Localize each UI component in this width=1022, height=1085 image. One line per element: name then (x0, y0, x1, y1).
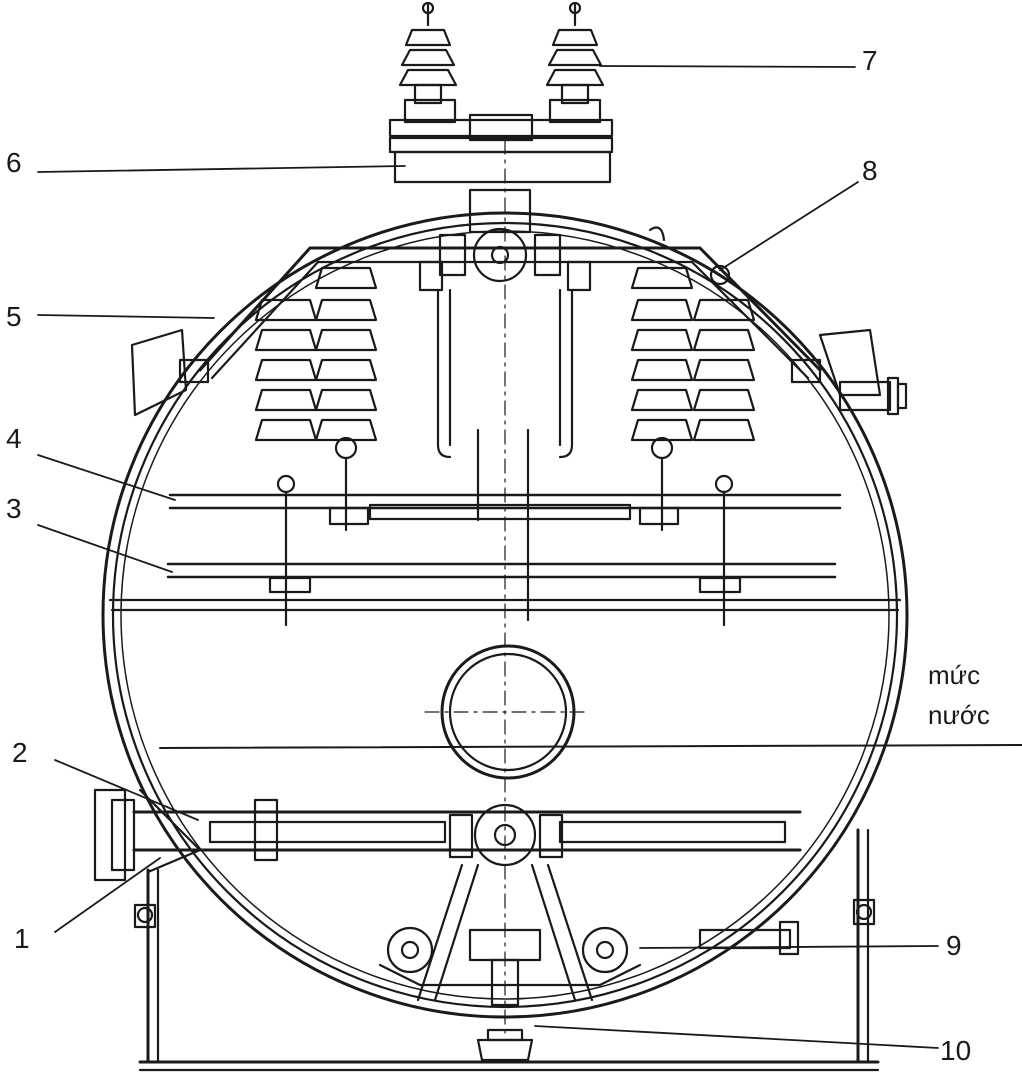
label-1: 1 (14, 923, 30, 954)
manhole (424, 644, 591, 780)
electrode-bar-lower (166, 490, 837, 627)
lower-feed-pipe (93, 788, 802, 882)
lower-support (378, 863, 800, 1007)
label-6: 6 (6, 147, 22, 178)
insulator-stack-2 (314, 266, 378, 460)
leader-lines (37, 65, 939, 1049)
support-frame (133, 828, 880, 1072)
insulator-stack-4 (692, 298, 756, 494)
high-voltage-bushings (388, 1, 614, 184)
boiler-shell (101, 211, 1022, 1019)
label-8: 8 (862, 155, 878, 186)
upper-header-pipe (178, 188, 822, 384)
label-4: 4 (6, 423, 22, 454)
water-level-label-line1: mức (928, 660, 980, 690)
label-9: 9 (946, 930, 962, 961)
side-nozzles (130, 328, 908, 417)
label-7: 7 (862, 45, 878, 76)
electrode-bar-upper (168, 456, 842, 532)
central-hangers (436, 139, 574, 1036)
bottom-drain (476, 1028, 534, 1062)
water-level-label-line2: nước (928, 700, 990, 730)
label-5: 5 (6, 301, 22, 332)
bushing-left (398, 1, 458, 105)
label-2: 2 (12, 737, 28, 768)
bushing-right (545, 1, 605, 105)
insulator-stack-1 (254, 298, 318, 494)
suspension-insulators (254, 266, 756, 494)
label-3: 3 (6, 493, 22, 524)
insulator-stack-3 (630, 266, 694, 460)
label-10: 10 (940, 1035, 971, 1066)
